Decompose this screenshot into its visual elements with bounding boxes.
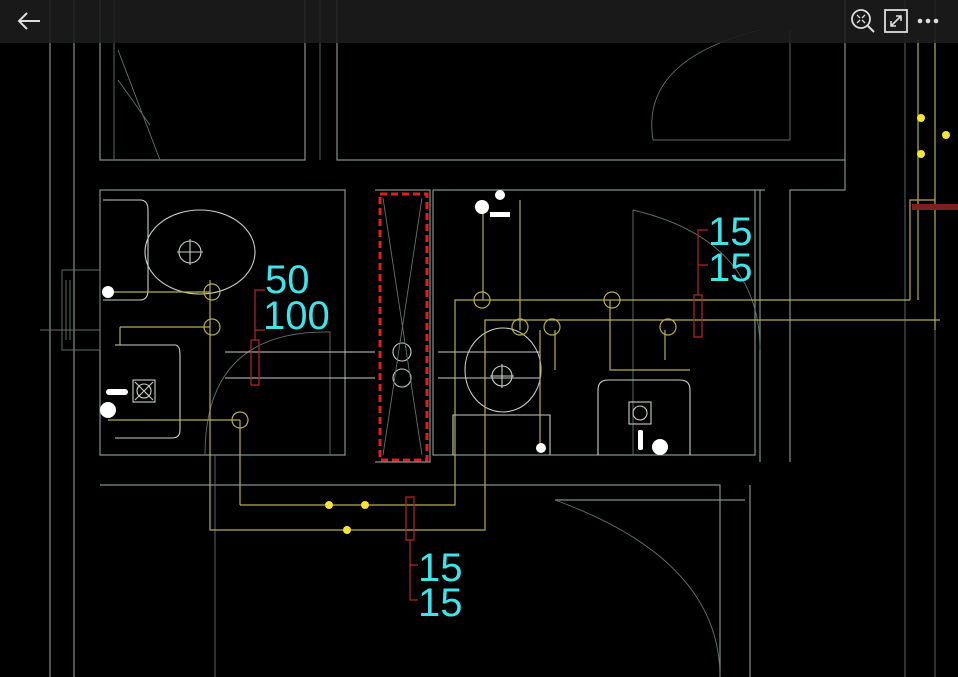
walls	[40, 0, 936, 677]
pipe-size-label: 15	[418, 581, 463, 625]
top-toolbar	[0, 0, 958, 43]
pipe-size-label: 15	[708, 246, 753, 290]
back-button[interactable]	[14, 6, 44, 36]
more-button[interactable]	[913, 6, 943, 36]
leader-lines	[250, 204, 958, 601]
expand-icon	[884, 9, 908, 33]
arrow-left-icon	[17, 12, 40, 30]
fixtures	[103, 197, 691, 456]
pipes	[108, 40, 940, 531]
pipe-size-label: 15	[708, 210, 753, 254]
pipe-size-label: 100	[263, 294, 330, 338]
fullscreen-button[interactable]	[881, 6, 911, 36]
zoom-extents-button[interactable]	[848, 6, 878, 36]
zoom-extents-icon	[851, 9, 875, 33]
pipe-size-label: 15	[418, 546, 463, 590]
selected-shaft-highlight[interactable]	[378, 192, 429, 462]
more-horizontal-icon	[917, 18, 939, 24]
valve-markers	[100, 114, 950, 534]
pipe-size-label: 50	[265, 258, 310, 302]
